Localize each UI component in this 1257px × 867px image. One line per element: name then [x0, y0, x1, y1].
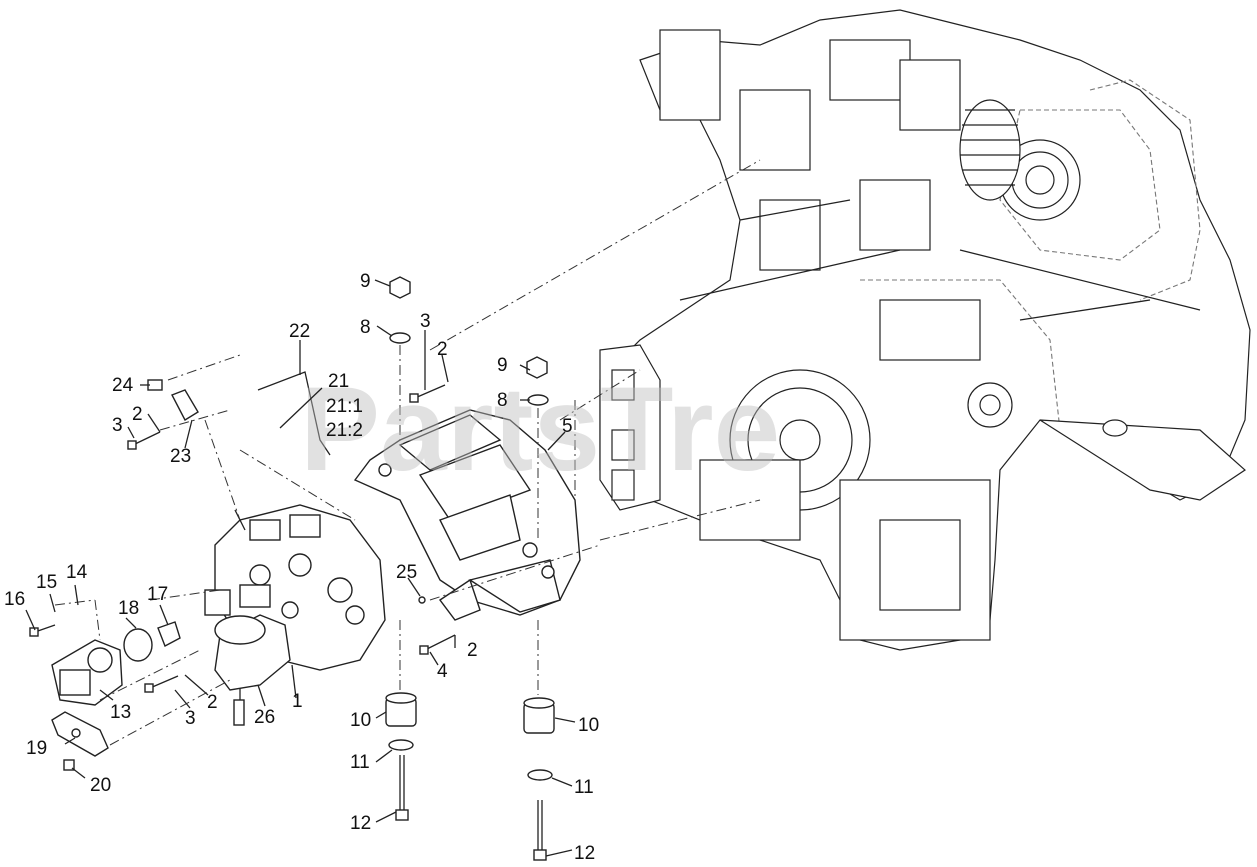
bolt-3-lower	[144, 675, 179, 693]
washer-right	[527, 769, 553, 781]
callout-5: 5	[562, 416, 573, 437]
bolt-20	[63, 759, 75, 771]
plate-hole	[71, 728, 81, 738]
hydraulic-filter	[214, 614, 291, 726]
bolt-left	[395, 755, 409, 821]
callout-1: 1	[292, 691, 303, 712]
isolator-left	[385, 692, 417, 727]
callout-labels: 1 2 2 2 2 3 3 3 4 5 8 8 9 9 10 10 11 11 …	[4, 271, 599, 864]
bolt-3-left	[127, 431, 161, 450]
fitting-24	[147, 379, 163, 391]
callout-23: 23	[170, 446, 191, 467]
callout-2-lower: 2	[207, 692, 218, 713]
watermark-text: PartsTre	[300, 362, 780, 496]
callout-2-right: 2	[467, 640, 478, 661]
callout-25: 25	[396, 562, 417, 583]
callout-18: 18	[118, 598, 139, 619]
callout-2-left: 2	[132, 404, 143, 425]
nut-top-left	[389, 276, 411, 299]
callout-16: 16	[4, 589, 25, 610]
callout-10-left: 10	[350, 710, 371, 731]
callout-9-left: 9	[360, 271, 371, 292]
callout-19: 19	[26, 738, 47, 759]
callout-12-left: 12	[350, 813, 371, 834]
callout-2-top: 2	[437, 339, 448, 360]
callout-3-top: 3	[420, 311, 431, 332]
coupler	[157, 621, 181, 647]
callout-21-1: 21:1	[326, 396, 363, 417]
nut-top-right	[526, 356, 548, 379]
washer-left	[388, 739, 414, 751]
callout-11-right: 11	[574, 777, 594, 798]
bell-housing	[353, 409, 581, 621]
callout-10-right: 10	[578, 715, 599, 736]
callout-13: 13	[110, 702, 131, 723]
callout-21-2: 21:2	[326, 420, 363, 441]
control-rod	[257, 371, 331, 456]
callout-4: 4	[437, 661, 448, 682]
alignment-lines	[54, 159, 761, 746]
dowel-25	[418, 596, 426, 604]
callout-8-left: 8	[360, 317, 371, 338]
callout-8-right: 8	[497, 390, 508, 411]
leader-lines	[25, 279, 576, 857]
callout-22: 22	[289, 321, 310, 342]
callout-3-lower: 3	[185, 708, 196, 729]
callout-12-right: 12	[574, 843, 595, 864]
callout-26: 26	[254, 707, 275, 728]
bolt-right	[533, 800, 547, 861]
callout-9-right: 9	[497, 355, 508, 376]
callout-11-left: 11	[350, 752, 370, 773]
callout-3-left: 3	[112, 415, 123, 436]
engine-assembly	[599, 9, 1251, 651]
washer-top-left	[389, 332, 411, 344]
bracket	[171, 389, 199, 421]
callout-17: 17	[147, 584, 168, 605]
charge-pump	[51, 639, 123, 706]
isolator-right	[523, 697, 555, 734]
callout-21: 21	[328, 371, 349, 392]
bolt-3-upper	[409, 384, 446, 403]
callout-20: 20	[90, 775, 111, 796]
o-ring	[123, 628, 153, 662]
callout-14: 14	[66, 562, 88, 583]
bolt-4	[419, 634, 456, 655]
callout-15: 15	[36, 572, 57, 593]
callout-24: 24	[112, 375, 134, 396]
